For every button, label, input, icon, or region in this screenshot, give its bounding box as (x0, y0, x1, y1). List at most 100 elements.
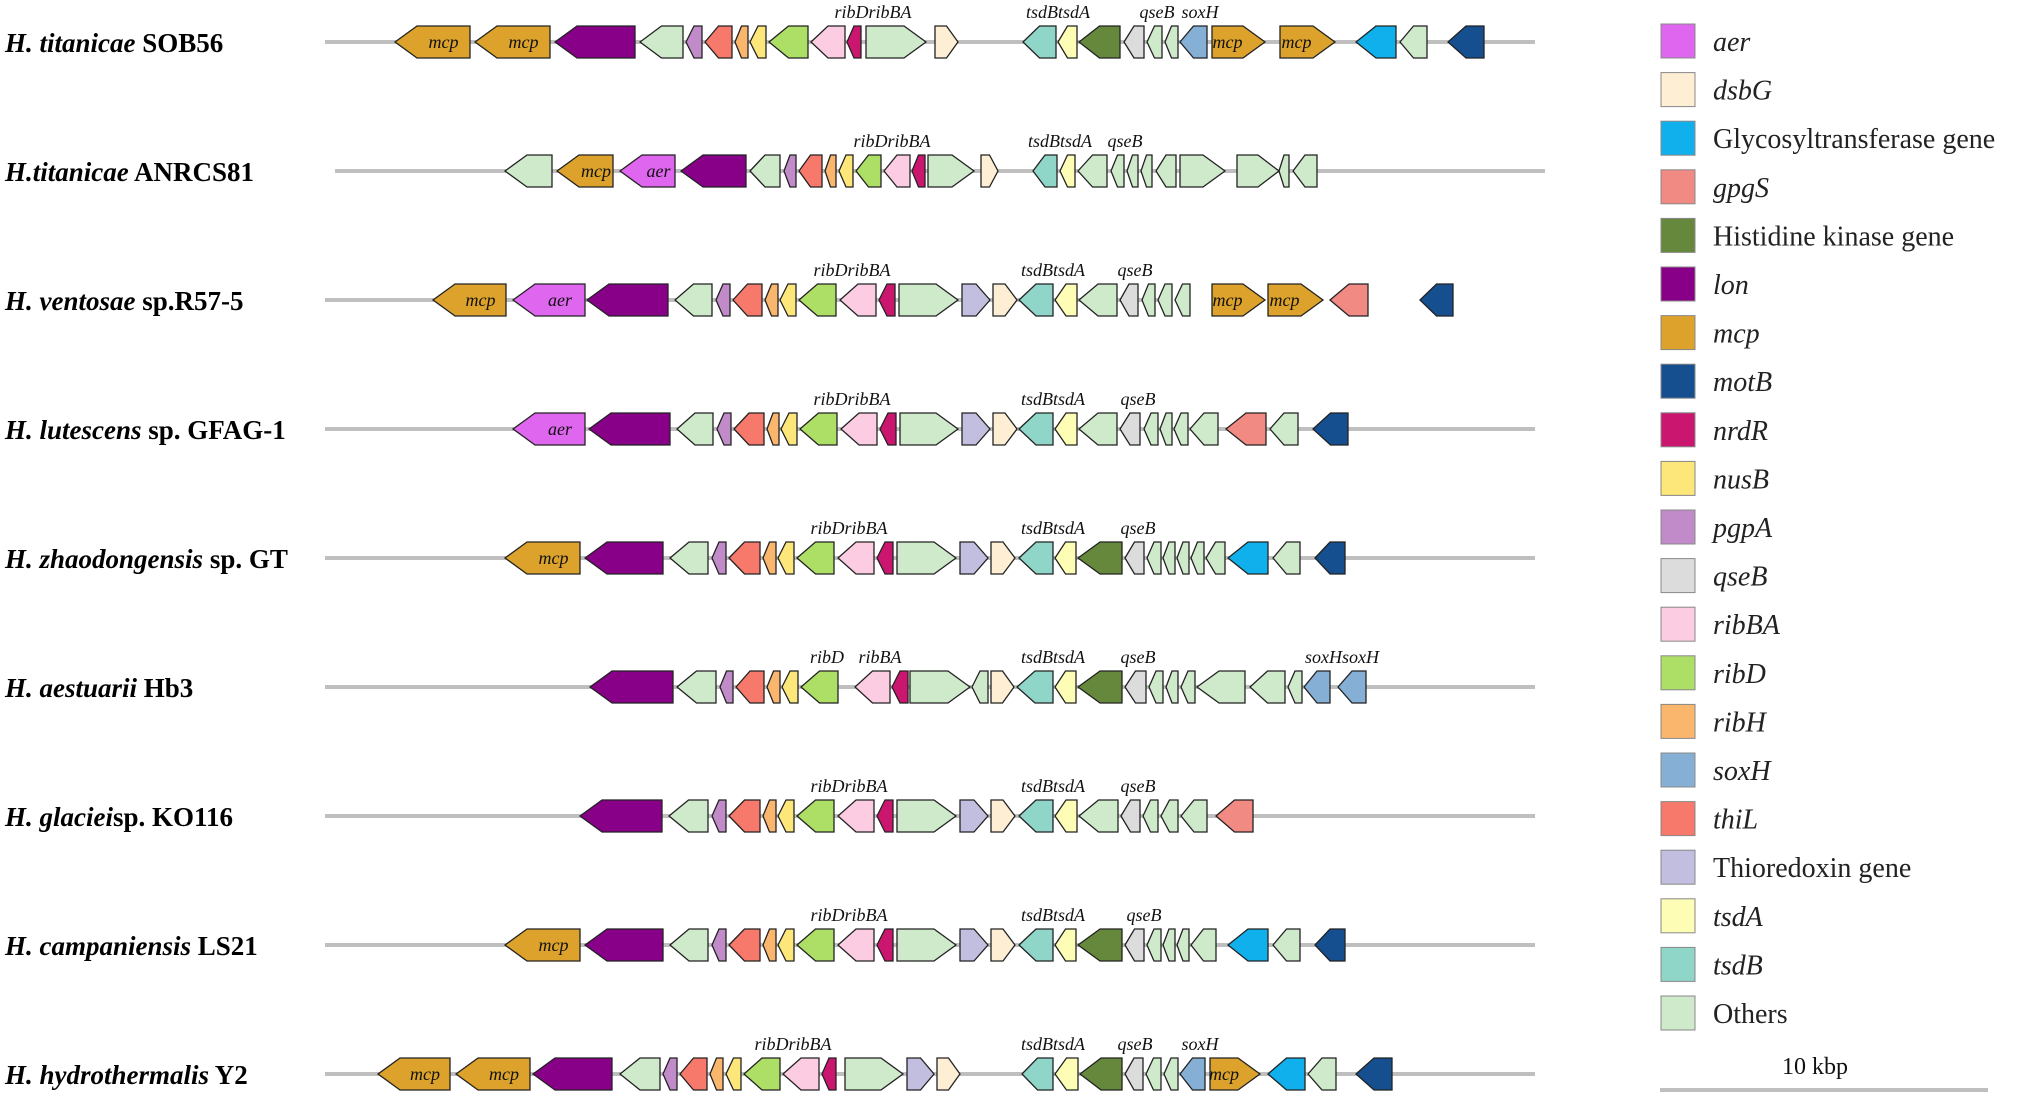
gene-others (1163, 1057, 1179, 1091)
gene-thiL (735, 670, 765, 704)
gene-others (1077, 412, 1118, 446)
gene-others (1278, 154, 1290, 188)
gene-label: mcp (539, 548, 569, 568)
gene-others (1159, 412, 1173, 446)
legend-swatch-qseB (1660, 558, 1696, 594)
gene-thiL (728, 541, 761, 575)
legend-swatch-nusB (1660, 460, 1696, 496)
legend-label: ribH (1713, 707, 1768, 738)
track-label: H. zhaodongensis sp. GT (4, 544, 288, 574)
gene-ribBA (782, 1057, 820, 1091)
gene-thiL (733, 412, 765, 446)
gene-annotation: qseB (1108, 131, 1143, 151)
species-name: H. campaniensis (4, 931, 191, 961)
species-name: H. titanicae (4, 28, 136, 58)
gene-qseB (1120, 799, 1141, 833)
gene-annotation: ribDribBA (810, 518, 888, 538)
gene-others (1165, 670, 1179, 704)
gene-nrdR (911, 154, 926, 188)
strain-name: SOB56 (136, 28, 224, 58)
legend-label: Histidine kinase gene (1713, 221, 1954, 252)
legend-swatch-soxH (1660, 752, 1696, 788)
gene-annotation: soxH (1182, 2, 1220, 22)
gene-label: aer (548, 419, 573, 439)
gene-others (1146, 541, 1162, 575)
gene-tsdB (1018, 928, 1054, 962)
legend-swatch-glyco (1660, 120, 1696, 156)
gene-tsdB (1022, 25, 1057, 59)
gene-qseB (1119, 412, 1141, 446)
gene-glyco (1267, 1057, 1306, 1091)
gene-aer (618, 154, 676, 188)
gene-mcp (1211, 283, 1267, 317)
gene-annotation: qseB (1127, 905, 1162, 925)
gene-hk (1077, 25, 1121, 59)
track-label: H.titanicae ANRCS81 (4, 157, 254, 187)
gene-others (676, 412, 714, 446)
gene-pgpA (685, 25, 703, 59)
gene-others (1249, 670, 1286, 704)
gene-tsdB (1018, 799, 1054, 833)
gene-others (667, 799, 709, 833)
gene-others (865, 25, 928, 59)
gene-label: mcp (1213, 32, 1243, 52)
gene-annotation: tsdBtsdA (1021, 905, 1086, 925)
gene-tsdB (1016, 670, 1054, 704)
gene-others (675, 670, 717, 704)
gene-annotation: soxHsoxH (1305, 647, 1380, 667)
strain-name: ANRCS81 (129, 157, 254, 187)
gene-annotation: tsdBtsdA (1021, 647, 1086, 667)
gene-thio (961, 412, 991, 446)
legend-label: lon (1713, 270, 1749, 301)
gene-ribBA (837, 541, 875, 575)
legend-label: qseB (1713, 562, 1767, 593)
gene-lon (588, 670, 674, 704)
gene-others (1077, 154, 1108, 188)
gene-motB (1447, 25, 1485, 59)
gene-gpgS (1328, 283, 1369, 317)
legend-label: nusB (1713, 464, 1769, 495)
gene-others (1141, 283, 1156, 317)
gene-nusB (777, 928, 795, 962)
gene-ribH (762, 928, 777, 962)
gene-dsbG (936, 1057, 961, 1091)
strain-name: sp.R57-5 (135, 286, 243, 316)
gene-others (1174, 283, 1191, 317)
gene-qseB (1123, 25, 1145, 59)
gene-qseB (1124, 541, 1145, 575)
gene-others (1145, 1057, 1162, 1091)
gene-pgpA (711, 928, 727, 962)
gene-others (898, 283, 960, 317)
gene-others (1272, 541, 1301, 575)
gene-motB (1355, 1057, 1393, 1091)
gene-others (668, 541, 709, 575)
legend-swatch-ribBA (1660, 606, 1696, 642)
legend-swatch-pgpA (1660, 509, 1696, 545)
gene-dsbG (990, 670, 1015, 704)
gene-qseB (1124, 928, 1145, 962)
gene-others (1179, 154, 1227, 188)
gene-lon (587, 412, 671, 446)
species-name: H. lutescens (4, 415, 142, 445)
track-label: H. lutescens sp. GFAG-1 (4, 415, 286, 445)
gene-nusB (777, 541, 795, 575)
gene-nusB (780, 412, 798, 446)
gene-annotation: ribDribBA (813, 260, 891, 280)
gene-mcp (1209, 1057, 1262, 1091)
gene-others (1176, 928, 1190, 962)
species-name: H. ventosae (4, 286, 135, 316)
gene-ribD (800, 670, 839, 704)
gene-annotation: qseB (1118, 1034, 1153, 1054)
gene-others (1140, 154, 1153, 188)
gene-pgpA (719, 670, 734, 704)
legend-swatch-mcp (1660, 315, 1696, 351)
gene-mcp (454, 1057, 531, 1091)
gene-others (1190, 928, 1217, 962)
gene-thio (959, 541, 989, 575)
